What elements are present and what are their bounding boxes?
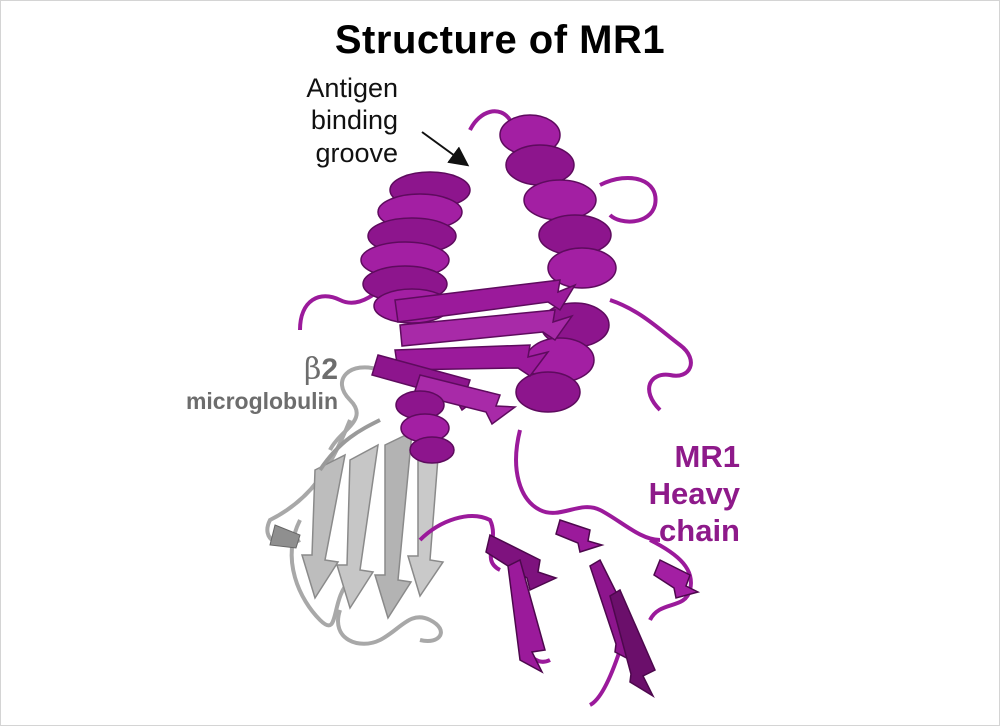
heavy-label-line-1: MR1 (674, 439, 740, 474)
mr1-heavy-chain-label: MR1 Heavy chain (620, 438, 740, 550)
beta2-microglobulin-label: β2 microglobulin (168, 352, 338, 416)
beta-number: 2 (321, 353, 338, 386)
groove-label-line-2: binding (310, 105, 398, 136)
mr1-heavy-chain-domain (298, 109, 701, 707)
figure-title: Structure of MR1 (334, 18, 666, 62)
groove-label-line-1: Antigen (306, 73, 398, 103)
beta2-microglobulin-domain (265, 365, 445, 646)
beta-symbol: β (303, 352, 322, 387)
heavy-label-line-2: Heavy (648, 476, 740, 512)
microglobulin-word: microglobulin (185, 388, 338, 414)
arrow-icon (421, 131, 470, 167)
heavy-label-line-3: chain (659, 513, 740, 549)
groove-label-line-3: groove (315, 137, 398, 168)
antigen-binding-groove-label: Antigen binding groove (270, 72, 398, 169)
